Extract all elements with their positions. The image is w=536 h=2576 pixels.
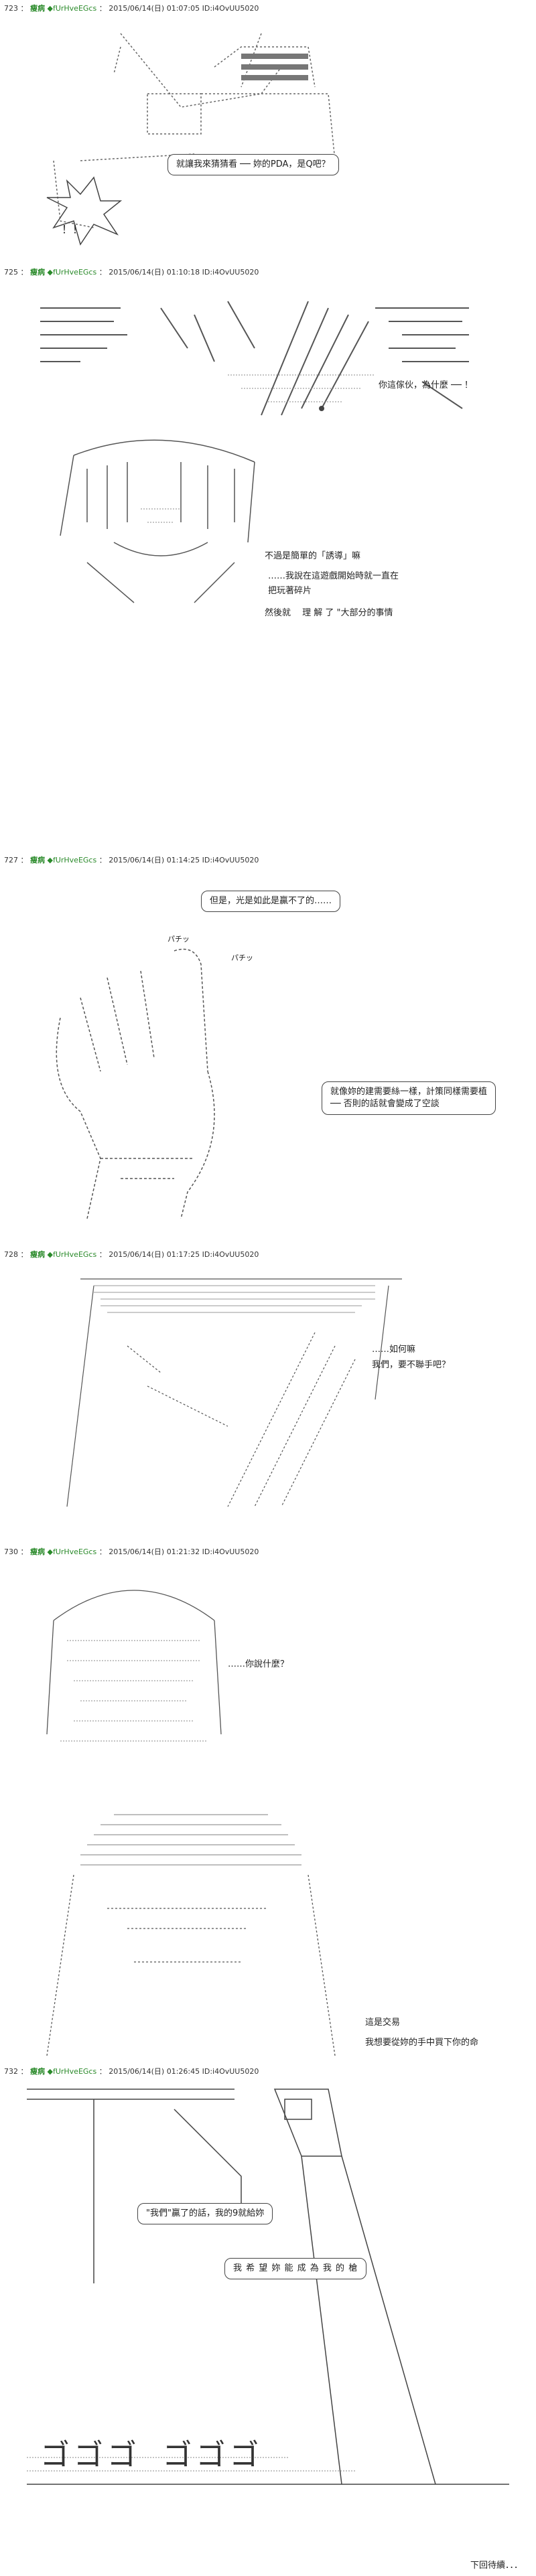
post-number: 723 bbox=[4, 4, 18, 13]
post-number: 730 bbox=[4, 1547, 18, 1556]
ascii-art-raised-hand bbox=[20, 937, 288, 1219]
dialogue-line: 我們，要不聯手吧？ bbox=[372, 1360, 451, 1370]
poster-trip: ◆fUrHveEGcs bbox=[47, 268, 97, 277]
post-header: 723 ： 瘦病 ◆fUrHveEGcs ： 2015/06/14(日) 01:… bbox=[4, 4, 259, 13]
poster-trip: ◆fUrHveEGcs bbox=[47, 4, 97, 13]
post-header: 725 ： 瘦病 ◆fUrHveEGcs ： 2015/06/14(日) 01:… bbox=[4, 268, 259, 277]
narration-line: ……我說在這遊戲開始時就一直在 bbox=[268, 571, 399, 581]
post-number: 728 bbox=[4, 1250, 18, 1259]
rumble-glyphs: ゴゴゴ ゴゴゴ bbox=[40, 2438, 263, 2472]
post-header: 728 ： 瘦病 ◆fUrHveEGcs ： 2015/06/14(日) 01:… bbox=[4, 1250, 259, 1259]
ascii-art-hands bbox=[40, 27, 375, 248]
poster-trip: ◆fUrHveEGcs bbox=[47, 1250, 97, 1259]
ascii-art-shock-face bbox=[27, 295, 496, 422]
poster-name: 瘦病 bbox=[30, 856, 45, 864]
post-number: 727 bbox=[4, 856, 18, 864]
narration-line: 不過是簡單的「誘導」嘛 bbox=[265, 551, 361, 561]
ascii-art-shadowed-face bbox=[27, 1266, 429, 1520]
post-number: 725 bbox=[4, 268, 18, 277]
post-id: ID:i4OvUU5020 bbox=[202, 268, 259, 277]
poster-trip: ◆fUrHveEGcs bbox=[47, 1547, 97, 1556]
post-datetime: 2015/06/14(日) 01:17:25 bbox=[109, 1250, 200, 1259]
dialogue-line: 這是交易 bbox=[365, 2018, 401, 2028]
poster-name: 瘦病 bbox=[30, 2067, 45, 2076]
poster-trip: ◆fUrHveEGcs bbox=[47, 856, 97, 864]
bubble-line: 就像妳的建需要絲一樣，計策同樣需要植 bbox=[330, 1087, 488, 1097]
post-id: ID:i4OvUU5020 bbox=[202, 4, 259, 13]
post-id: ID:i4OvUU5020 bbox=[202, 856, 259, 864]
speech-bubble: "我們"贏了的話，我的9就給妳 bbox=[137, 2203, 273, 2224]
speech-bubble: 就讓我來猜猜看 ── 妳的PDA，是Q吧？ bbox=[168, 154, 339, 175]
ascii-art-room-corridor bbox=[20, 2082, 516, 2491]
post-datetime: 2015/06/14(日) 01:14:25 bbox=[109, 856, 200, 864]
sound-effect: パチッ bbox=[231, 954, 253, 962]
dialogue-line: ……你說什麼？ bbox=[228, 1659, 289, 1669]
post-header: 730 ： 瘦病 ◆fUrHveEGcs ： 2015/06/14(日) 01:… bbox=[4, 1547, 259, 1556]
ascii-art-character-chin-hand bbox=[47, 429, 275, 609]
speech-bubble: 我 希 望 妳 能 成 為 我 的 槍 bbox=[224, 2258, 367, 2279]
post-id: ID:i4OvUU5020 bbox=[202, 2067, 259, 2076]
poster-name: 瘦病 bbox=[30, 4, 45, 13]
to-be-continued: 下回待續．．． bbox=[470, 2561, 523, 2571]
post-header: 727 ： 瘦病 ◆fUrHveEGcs ： 2015/06/14(日) 01:… bbox=[4, 856, 259, 864]
dialogue-line: 我想要從妳的手中買下你的命 bbox=[365, 2038, 479, 2048]
post-datetime: 2015/06/14(日) 01:21:32 bbox=[109, 1547, 200, 1556]
dialogue-line: ……如何嘛 bbox=[372, 1345, 416, 1355]
exclamation-text: ！！ bbox=[62, 223, 84, 236]
poster-trip: ◆fUrHveEGcs bbox=[47, 2067, 97, 2076]
post-datetime: 2015/06/14(日) 01:10:18 bbox=[109, 268, 200, 277]
poster-name: 瘦病 bbox=[30, 268, 45, 277]
speech-bubble: 但是，光是如此是贏不了的…… bbox=[201, 891, 341, 912]
post-datetime: 2015/06/14(日) 01:26:45 bbox=[109, 2067, 200, 2076]
dialogue-line: 你這傢伙，為什麼 ── ！ bbox=[379, 380, 473, 390]
ascii-art-girl-face bbox=[34, 1567, 234, 1754]
post-id: ID:i4OvUU5020 bbox=[202, 1547, 259, 1556]
post-id: ID:i4OvUU5020 bbox=[202, 1250, 259, 1259]
post-datetime: 2015/06/14(日) 01:07:05 bbox=[109, 4, 200, 13]
poster-name: 瘦病 bbox=[30, 1547, 45, 1556]
post-header: 732 ： 瘦病 ◆fUrHveEGcs ： 2015/06/14(日) 01:… bbox=[4, 2067, 259, 2076]
narration-line: 然後就 理 解 了 "大部分的事情 bbox=[265, 608, 393, 618]
sound-effect: パチッ bbox=[168, 935, 190, 943]
speech-bubble: 就像妳的建需要絲一樣，計策同樣需要植 ── 否則的話就會變成了空談 bbox=[322, 1081, 496, 1115]
narration-line: 把玩著碎片 bbox=[268, 586, 312, 596]
poster-name: 瘦病 bbox=[30, 1250, 45, 1259]
post-number: 732 bbox=[4, 2067, 18, 2076]
ascii-art-boy-face bbox=[27, 1808, 348, 2062]
bubble-line: ── 否則的話就會變成了空談 bbox=[330, 1099, 440, 1109]
